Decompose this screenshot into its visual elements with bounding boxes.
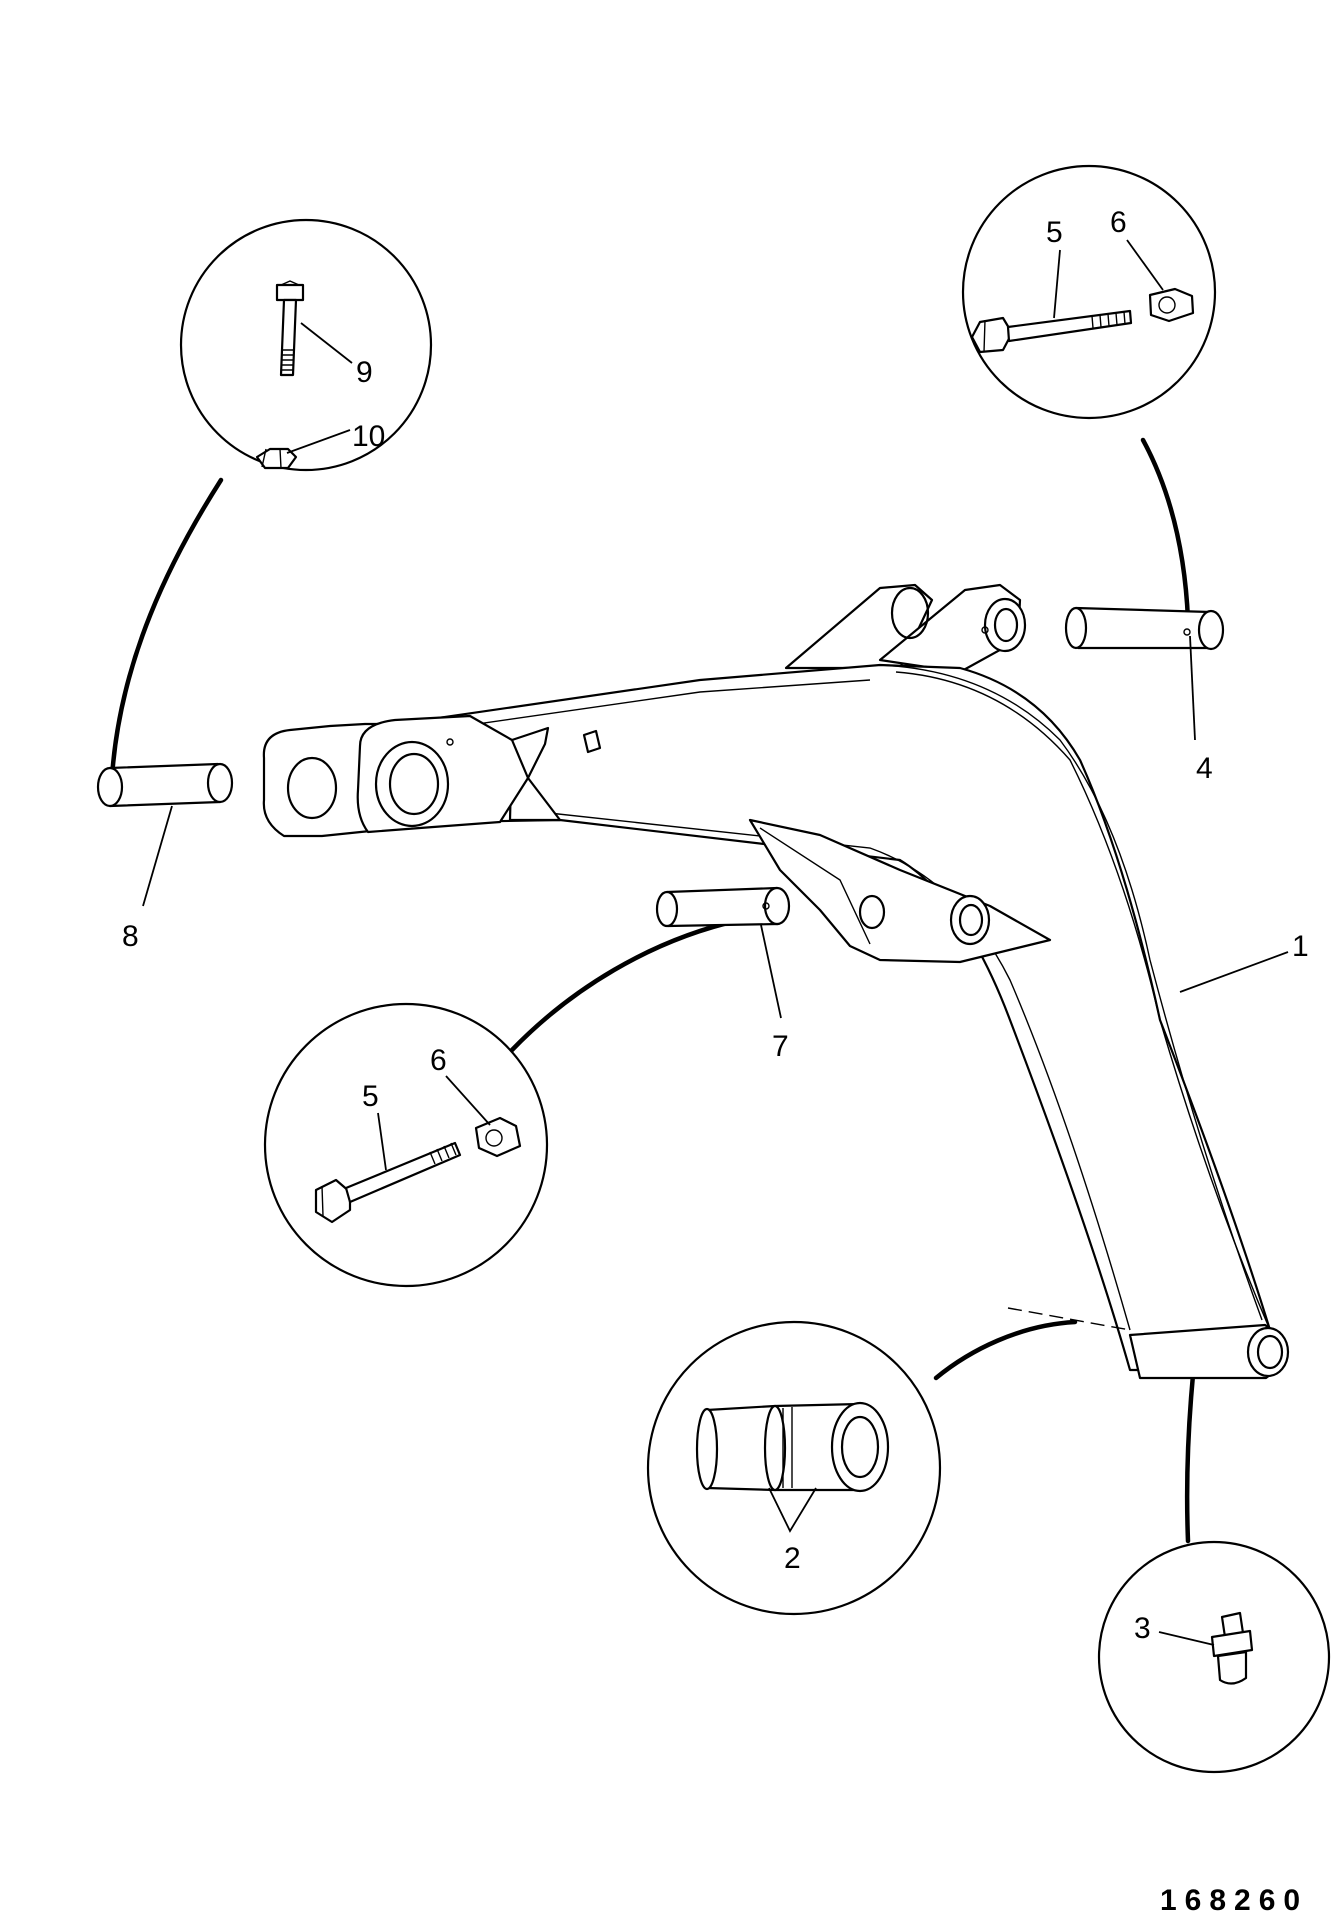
callout-5-lower: 5 [362,1080,379,1113]
nut-6-lower-icon [474,1116,522,1158]
bolt-9-icon [275,280,305,377]
callout-3: 3 [1134,1612,1151,1645]
callout-5-upper: 5 [1046,216,1063,249]
callout-1: 1 [1292,930,1309,963]
callout-10: 10 [352,420,385,453]
pin-8-icon [96,762,234,808]
callout-9: 9 [356,356,373,389]
callout-2: 2 [784,1542,801,1575]
callout-4: 4 [1196,752,1213,785]
detail-circle-bolt-9-nut-10 [179,218,433,472]
boom-arm [262,583,1290,1380]
callout-6-lower: 6 [430,1044,447,1077]
nut-10-icon [255,447,298,470]
detail-tethers [109,437,1198,1544]
callout-8: 8 [122,920,139,953]
callout-6-upper: 6 [1110,206,1127,239]
pin-7-icon [655,886,791,928]
detail-circle-bushings-2 [646,1320,942,1616]
detail-circle-bolt-5-nut-6-lower [263,1002,549,1288]
bushing-2-icon [695,1401,890,1493]
figure-number: 168260 [1160,1884,1308,1917]
detail-circle-grease-nipple-3 [1097,1540,1331,1774]
nut-6-upper-icon [1148,287,1195,323]
grease-nipple-3-icon [1210,1611,1254,1685]
bolt-5-lower-icon [314,1141,462,1224]
pin-4-icon [1064,606,1225,651]
leader-lines [142,635,1289,1019]
callout-labels: 1 2 3 4 5 6 5 6 7 8 9 10 [122,206,1309,1645]
bolt-5-upper-icon [970,309,1133,354]
callout-7: 7 [772,1030,789,1063]
detail-circle-bolt-5-nut-6-upper [961,164,1217,420]
